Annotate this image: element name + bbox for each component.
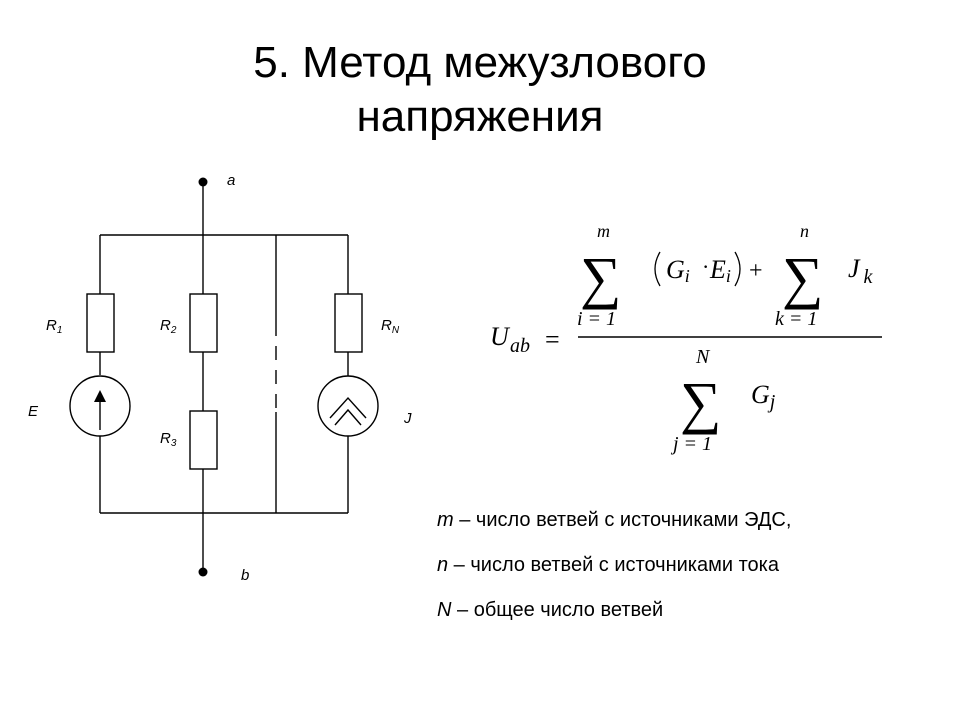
resistor-r1 bbox=[86, 293, 115, 353]
plus-sign: + bbox=[749, 258, 763, 284]
sum3-lower-limit: j = 1 bbox=[670, 433, 712, 455]
sum2-upper-limit: n bbox=[800, 221, 809, 241]
rn-label: RN bbox=[381, 317, 400, 336]
resistor-rn bbox=[334, 293, 363, 353]
r2-label: R2 bbox=[160, 317, 177, 336]
sum1-lower-limit: i = 1 bbox=[577, 308, 616, 330]
sum1-sigma: ∑ bbox=[580, 245, 621, 310]
page-title: 5. Метод межузлового напряжения bbox=[0, 36, 960, 144]
r1-label: R1 bbox=[46, 317, 62, 336]
open-paren bbox=[654, 251, 661, 287]
current-source-chevron-outer bbox=[329, 396, 367, 419]
e-i-symbol: Ei bbox=[709, 255, 731, 286]
title-line-1: 5. Метод межузлового bbox=[253, 38, 707, 87]
legend-row-n: n – число ветвей с источниками тока bbox=[437, 554, 779, 576]
e-label: E bbox=[28, 403, 39, 420]
title-line-2: напряжения bbox=[356, 92, 604, 141]
sum3-upper-limit: N bbox=[695, 346, 711, 368]
resistor-r3 bbox=[189, 410, 218, 470]
node-b-dot bbox=[198, 567, 208, 577]
u-symbol: U bbox=[490, 322, 511, 351]
emf-arrow-head bbox=[94, 390, 106, 402]
sum3-sigma: ∑ bbox=[680, 370, 721, 435]
node-b-label: b bbox=[241, 567, 249, 584]
circuit-diagram: a b R1 R2 R3 RN E J bbox=[28, 172, 412, 584]
j-label: J bbox=[403, 410, 412, 427]
g-i-symbol: Gi bbox=[666, 255, 690, 286]
sum1-upper-limit: m bbox=[597, 221, 610, 241]
legend-row-total: N – общее число ветвей bbox=[437, 599, 664, 621]
current-source-j bbox=[317, 375, 379, 437]
close-paren bbox=[734, 251, 741, 287]
resistor-r2 bbox=[189, 293, 218, 353]
sum2-sigma: ∑ bbox=[782, 245, 823, 310]
legend-row-m: m – число ветвей с источниками ЭДС, bbox=[437, 509, 792, 531]
node-a-dot bbox=[198, 177, 208, 187]
current-source-chevron-inner bbox=[334, 408, 362, 426]
g-j-symbol: Gj bbox=[751, 380, 776, 413]
dot-operator: · bbox=[702, 254, 709, 279]
equals-sign: = bbox=[545, 325, 560, 354]
r3-label: R3 bbox=[160, 430, 177, 449]
node-a-label: a bbox=[227, 172, 235, 189]
u-subscript: ab bbox=[510, 335, 530, 357]
sum2-lower-limit: k = 1 bbox=[775, 308, 817, 330]
legend: m – число ветвей с источниками ЭДС, n – … bbox=[437, 498, 791, 633]
